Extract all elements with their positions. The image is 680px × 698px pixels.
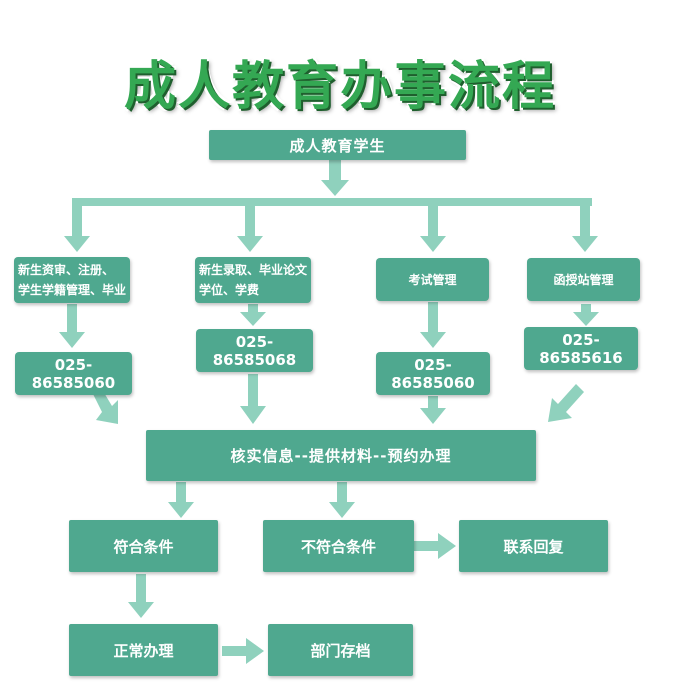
- arrow-verify-nomatch: [329, 482, 355, 518]
- arrow-branch-2-down: [237, 206, 263, 252]
- normal-node: 正常办理: [69, 624, 218, 676]
- verify-label: 核实信息--提供材料--预约办理: [230, 447, 452, 465]
- start-node: 成人教育学生: [209, 130, 466, 160]
- branch-4-node: 函授站管理: [527, 258, 640, 301]
- normal-label: 正常办理: [113, 641, 174, 660]
- arrow-label4-phone: [573, 304, 599, 326]
- arrow-match-normal: [128, 574, 154, 618]
- match-node: 符合条件: [69, 520, 218, 572]
- branch-1-phone: 025-86585060: [15, 352, 132, 395]
- arrow-phone1-verify: [92, 386, 118, 424]
- arrow-phone4-verify: [548, 384, 584, 422]
- reply-node: 联系回复: [459, 520, 608, 572]
- arrow-nomatch-reply: [414, 533, 456, 559]
- branch-1-node: 新生资审、注册、 学生学籍管理、毕业: [14, 257, 130, 303]
- no-match-node: 不符合条件: [263, 520, 414, 572]
- arrow-phone3-verify: [420, 396, 446, 424]
- verify-node: 核实信息--提供材料--预约办理: [146, 430, 536, 481]
- archive-node: 部门存档: [268, 624, 413, 676]
- arrow-branch-1-down: [64, 206, 90, 252]
- branch-1-line1: 新生资审、注册、: [18, 263, 115, 277]
- arrow-label2-phone: [240, 304, 266, 326]
- arrow-verify-match: [168, 482, 194, 518]
- branch-2-phone: 025-86585068: [196, 329, 313, 372]
- branch-2-node: 新生录取、毕业论文 学位、学费: [195, 257, 311, 303]
- arrow-phone2-verify: [240, 374, 266, 424]
- arrow-start-down: [321, 160, 349, 196]
- arrow-label1-phone: [59, 304, 85, 348]
- branch-2-line2: 学位、学费: [199, 283, 260, 297]
- branch-3-phone: 025-86585060: [376, 352, 490, 395]
- match-label: 符合条件: [113, 537, 174, 556]
- branch-3-node: 考试管理: [376, 258, 489, 301]
- reply-label: 联系回复: [503, 537, 564, 556]
- arrow-branch-4-down: [572, 206, 598, 252]
- branch-3-label: 考试管理: [408, 272, 457, 287]
- arrow-branch-3-down: [420, 206, 446, 252]
- branch-4-phone-text: 025-86585616: [539, 330, 623, 367]
- branch-1-phone-text: 025-86585060: [31, 355, 116, 392]
- branch-2-line1: 新生录取、毕业论文: [199, 263, 308, 277]
- page-title: 成人教育办事流程: [123, 57, 556, 117]
- start-node-label: 成人教育学生: [289, 136, 386, 155]
- branch-4-phone: 025-86585616: [524, 327, 638, 370]
- branch-3-phone-text: 025-86585060: [391, 355, 475, 392]
- no-match-label: 不符合条件: [300, 537, 376, 556]
- archive-label: 部门存档: [310, 641, 371, 660]
- arrow-label3-phone: [420, 302, 446, 348]
- branch-2-phone-text: 025-86585068: [212, 332, 297, 369]
- arrow-normal-archive: [222, 638, 264, 664]
- branch-bar: [72, 198, 592, 206]
- branch-1-line2: 学生学籍管理、毕业: [18, 283, 127, 297]
- branch-4-label: 函授站管理: [553, 272, 614, 287]
